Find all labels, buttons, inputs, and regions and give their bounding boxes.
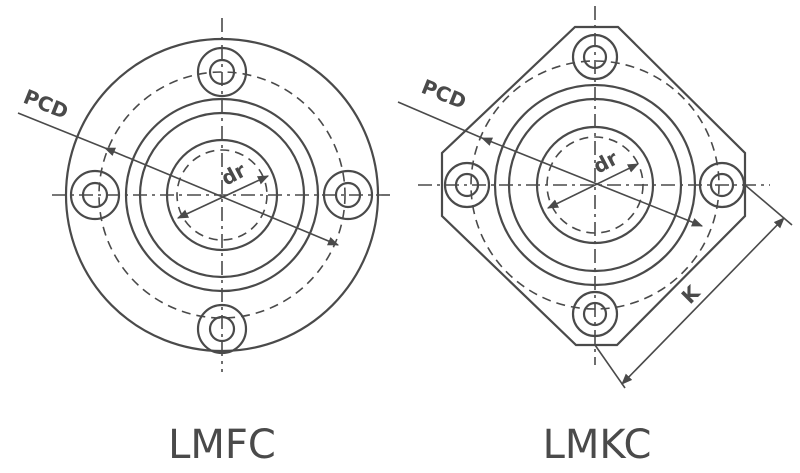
- lmfc-pcd-circle: [98, 71, 346, 319]
- lmkc-dr-dimension: [546, 163, 640, 209]
- lmkc-square-flange: [440, 25, 747, 347]
- lmkc-pcd-label: PCD: [418, 74, 470, 113]
- lmkc-k-extension-top: [744, 184, 793, 226]
- lmkc-pcd-dimension: [480, 137, 704, 227]
- lmkc-pcd-leader: [397, 101, 483, 139]
- lmfc-bolt-hole-bottom: [196, 303, 248, 355]
- lmfc-title: LMFC: [168, 422, 276, 468]
- lmkc-k-extension-bottom: [594, 344, 626, 389]
- lmkc-k-label: K: [677, 280, 706, 309]
- lmkc-drawing: PCD dr K: [397, 6, 793, 389]
- lmkc-bolt-hole-top: [571, 33, 619, 81]
- lmfc-pcd-label: PCD: [20, 84, 72, 123]
- lmkc-bolt-hole-bottom: [571, 290, 619, 338]
- lmfc-pcd-leader: [17, 112, 106, 149]
- lmkc-k-dimension: [621, 217, 785, 385]
- lmkc-title: LMKC: [543, 422, 652, 468]
- lmfc-dr-dimension: [176, 175, 270, 219]
- lmfc-drawing: PCD dr: [17, 18, 395, 372]
- lmfc-bolt-hole-top: [196, 46, 248, 98]
